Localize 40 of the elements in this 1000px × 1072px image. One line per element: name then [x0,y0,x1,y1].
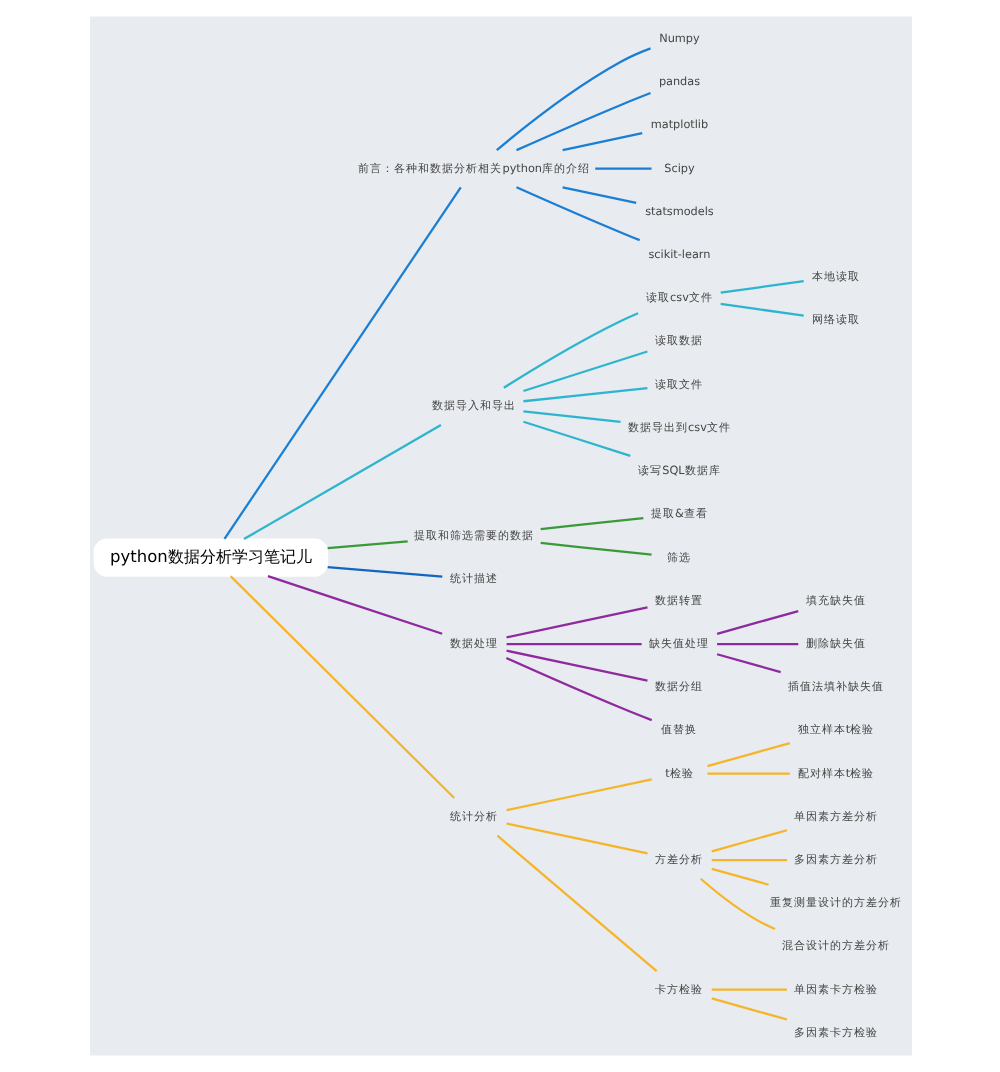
connector [715,609,798,635]
connector [710,997,787,1021]
connector [719,280,803,294]
connector [505,642,641,646]
connector [326,540,407,550]
connector [561,186,636,205]
connector [505,649,647,682]
connector [706,741,790,768]
connector [522,410,620,423]
connector [504,657,652,722]
connector [715,653,780,674]
connector [539,541,651,556]
connector [502,312,638,389]
connector [706,772,789,775]
connector [594,167,651,170]
connector [522,350,647,393]
connector [539,517,643,531]
connector [719,302,803,317]
connector [716,642,798,646]
connector [228,575,455,799]
connector [710,867,768,886]
connector [505,778,651,812]
connector [699,877,775,931]
connector [326,566,442,578]
connector [495,834,657,973]
connector [522,386,647,403]
connector [222,186,461,540]
connector [505,606,647,639]
connector [505,822,647,855]
connector [515,91,650,152]
connector [242,424,441,541]
connector [495,47,650,151]
connector [515,186,640,242]
node-box: python数据分析学习笔记儿 [92,538,328,577]
connector [710,988,786,991]
connector [710,829,787,853]
connector [710,858,786,862]
connector [561,132,642,152]
connector [522,420,630,457]
connector [266,575,442,635]
